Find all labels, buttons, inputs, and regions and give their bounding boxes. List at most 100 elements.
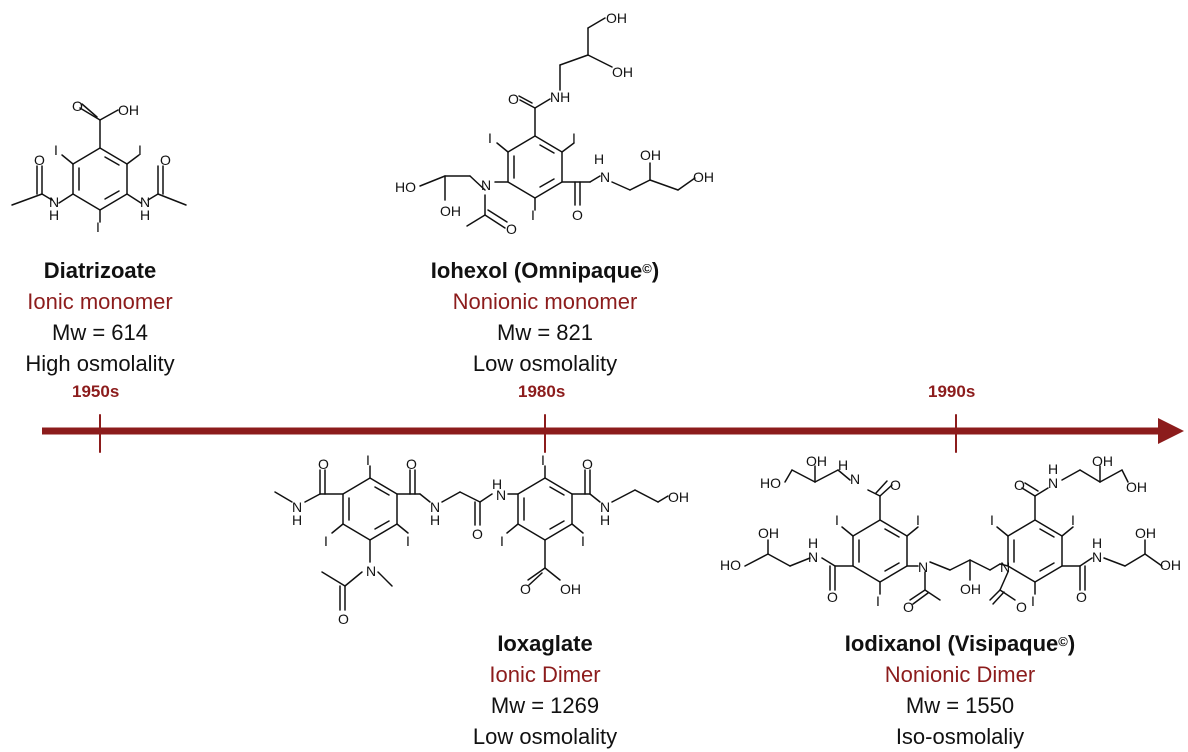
bond [587, 17, 606, 29]
compound-osmolality: Iso-osmolaliy [895, 724, 1025, 749]
atom-O: O [406, 456, 417, 472]
atom-OH: OH [806, 453, 827, 469]
atom-OH: OH [612, 64, 633, 80]
atom-N: N [496, 487, 506, 503]
atom-HO: HO [720, 557, 741, 573]
bond [549, 520, 565, 530]
atom-I: I [835, 512, 839, 528]
bond [571, 523, 584, 534]
bond [589, 493, 601, 503]
atom-H: H [600, 512, 610, 528]
atom-N: N [481, 177, 491, 193]
atom-H: H [140, 207, 150, 223]
atom-O: O [827, 589, 838, 605]
bond [157, 193, 187, 206]
atom-OH: OH [1126, 479, 1147, 495]
atom-I: I [541, 452, 545, 468]
bond [469, 175, 486, 191]
bond [374, 486, 390, 496]
bond [852, 519, 908, 583]
atom-I: I [916, 512, 920, 528]
bond [561, 142, 575, 153]
atom-H: H [292, 512, 302, 528]
bond [419, 493, 431, 503]
bond [104, 156, 120, 166]
atom-O: O [520, 581, 531, 597]
atom-I: I [406, 533, 410, 549]
bond [487, 209, 508, 223]
atom-OH: OH [1160, 557, 1181, 573]
atom-OH: OH [560, 581, 581, 597]
bond [99, 109, 119, 121]
caption-diatrizoate: Diatrizoate Ionic monomer Mw = 614 High … [0, 255, 200, 379]
atom-N: N [140, 194, 150, 210]
bond [814, 469, 839, 483]
bond [419, 175, 446, 187]
bond [1144, 553, 1163, 567]
bond [274, 491, 293, 503]
atom-N: N [808, 549, 818, 565]
bond [527, 567, 546, 581]
atom-O: O [34, 152, 45, 168]
bond [539, 144, 555, 154]
atom-I: I [488, 130, 492, 146]
bond [81, 103, 98, 118]
bond [11, 193, 43, 206]
atom-H: H [1092, 535, 1102, 551]
atom-I: I [1071, 512, 1075, 528]
bond [909, 589, 926, 601]
atom-N: N [1048, 475, 1058, 491]
atom-I: I [96, 219, 100, 235]
bond [784, 469, 793, 483]
atom-OH: OH [440, 203, 461, 219]
bond [441, 491, 461, 503]
compound-mw: Mw = 821 [497, 320, 593, 345]
caption-iodixanol: Iodixanol (Visipaque©) Nonionic Dimer Mw… [810, 628, 1110, 752]
bond [999, 563, 1009, 567]
bond [459, 491, 481, 503]
bond [634, 489, 659, 503]
atom-O: O [318, 456, 329, 472]
bond [924, 589, 941, 601]
bond [989, 589, 1001, 601]
bond [884, 528, 900, 538]
atom-N: N [850, 471, 860, 487]
bond [589, 175, 601, 183]
atom-O: O [903, 599, 914, 615]
bond [559, 54, 589, 66]
compound-mw: Mw = 1550 [905, 693, 1015, 718]
atom-OH: OH [1092, 453, 1113, 469]
bond [1061, 469, 1081, 481]
bond [1079, 469, 1101, 483]
compound-name: Iohexol (Omnipaque©) [430, 258, 660, 283]
bond [126, 193, 142, 204]
atom-I: I [572, 130, 576, 146]
bond [304, 493, 321, 503]
atom-H: H [430, 512, 440, 528]
bond [331, 523, 344, 534]
compound-mw: Mw = 614 [52, 320, 148, 345]
atom-O: O [160, 152, 171, 168]
bond [1024, 482, 1039, 492]
atom-N: N [430, 499, 440, 515]
bond [104, 190, 120, 200]
bond [126, 154, 140, 165]
atom-OH: OH [960, 581, 981, 597]
bond [539, 178, 555, 188]
compound-class: Nonionic Dimer [884, 662, 1036, 687]
atom-N: N [292, 499, 302, 515]
atom-N: N [600, 169, 610, 185]
bond [549, 486, 565, 496]
compound-name: Diatrizoate [43, 258, 157, 283]
bond [534, 98, 551, 109]
bond [1121, 469, 1129, 483]
compound-mw: Mw = 1269 [490, 693, 600, 718]
bond [528, 572, 543, 586]
atom-O: O [1076, 589, 1087, 605]
bond [374, 520, 390, 530]
atom-O: O [572, 207, 583, 223]
bond [484, 214, 506, 229]
